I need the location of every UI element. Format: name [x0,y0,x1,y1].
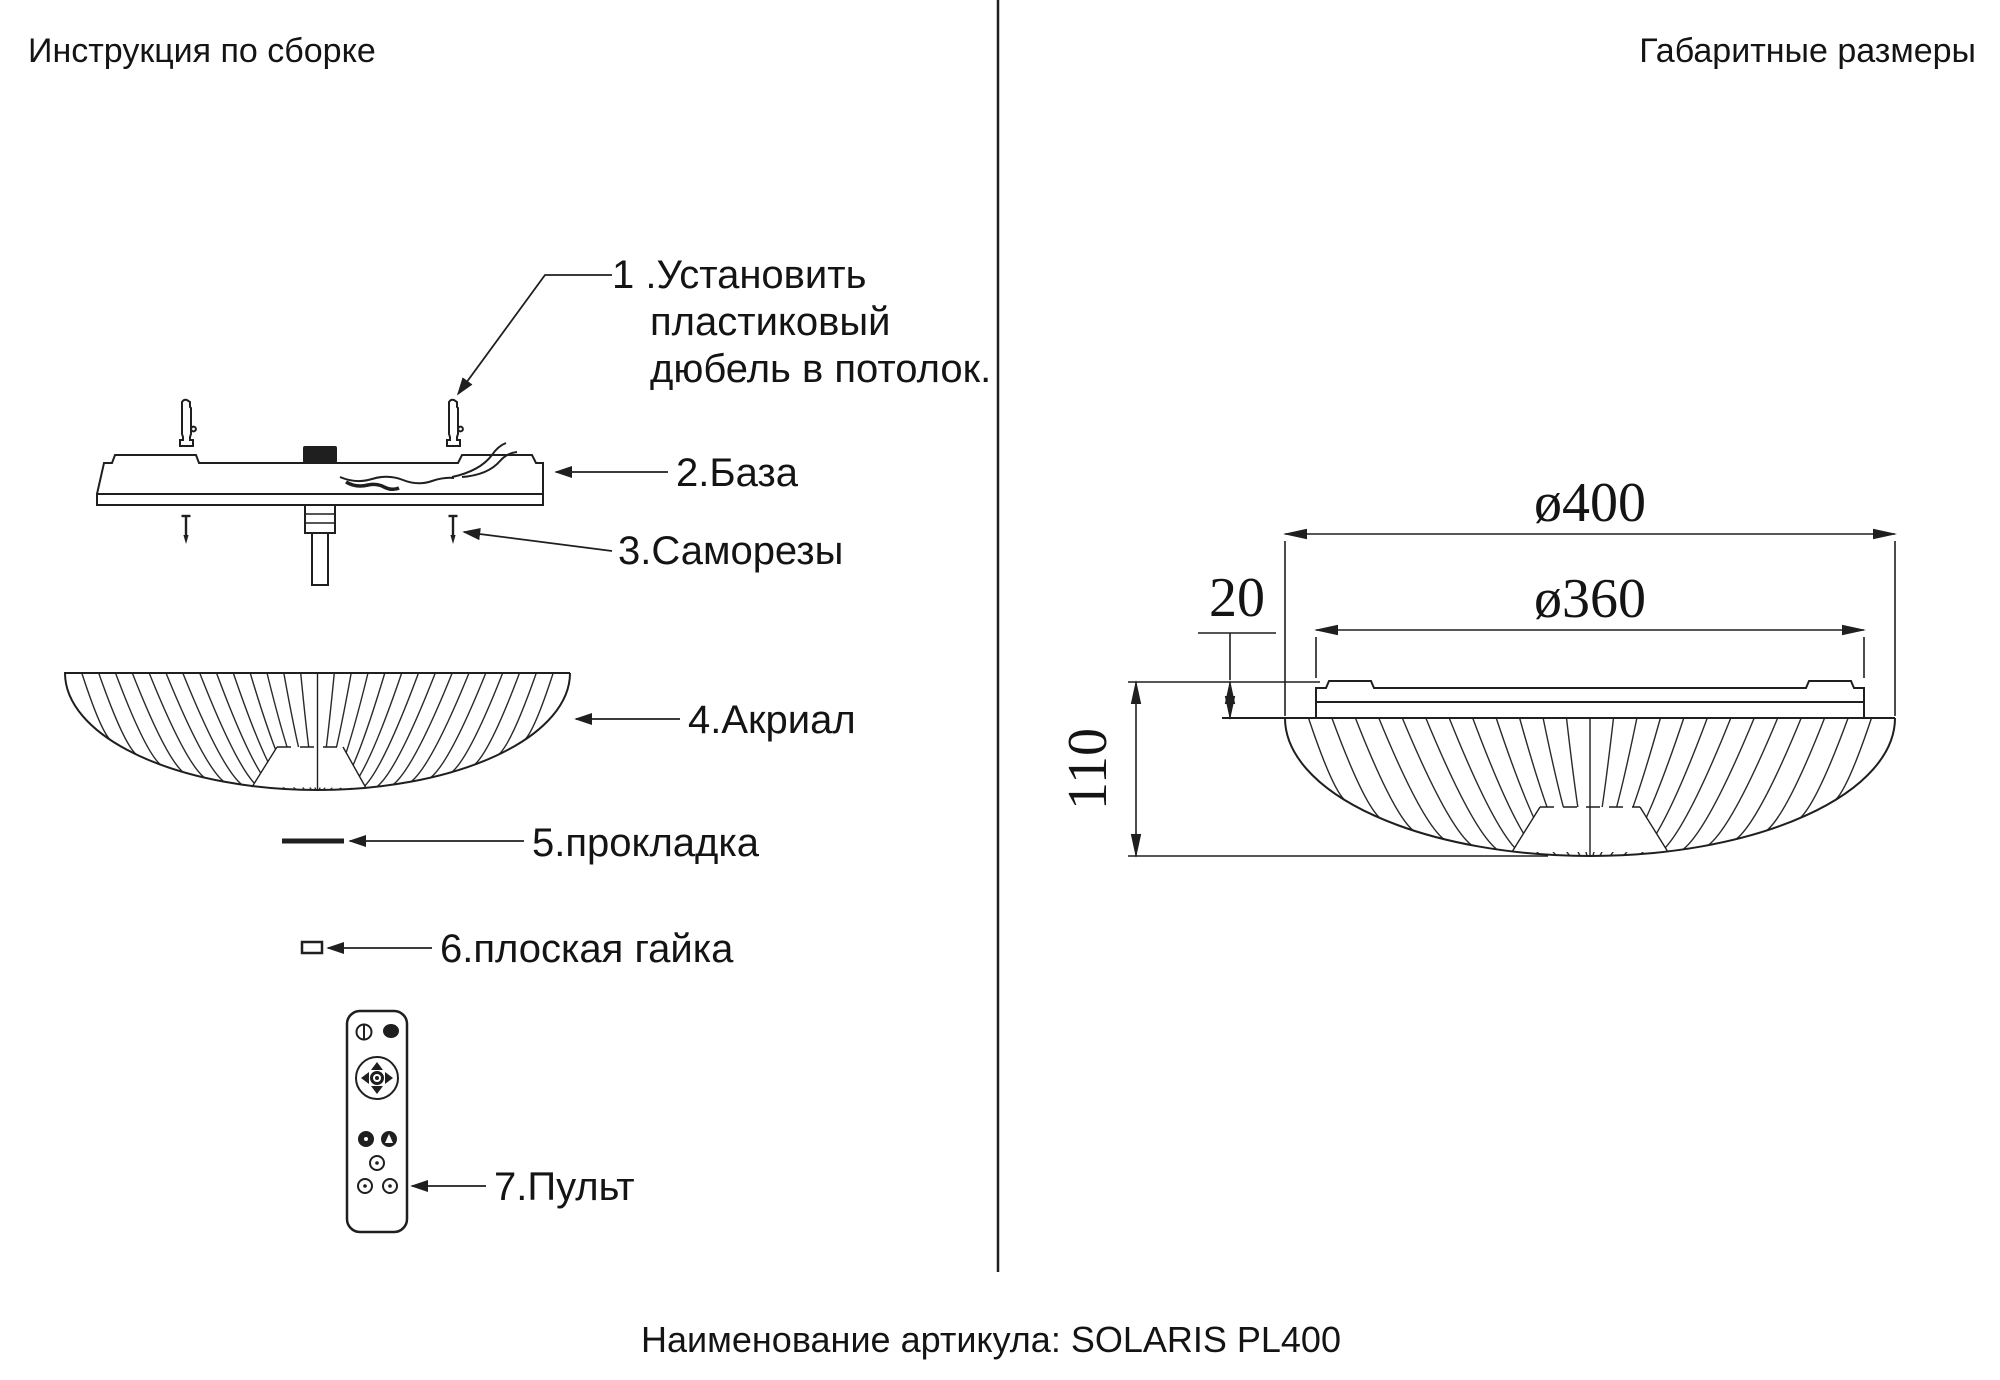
dim-inner-diameter: ø360 [1314,568,1866,678]
step6-label: 6.плоская гайка [440,927,734,971]
remote-scene-button-icon [369,1155,385,1171]
leader-step1 [456,274,612,396]
step2-label: 2.База [676,451,799,495]
assembly-diagram: 1 .Установить пластиковый дюбель в потол… [63,253,991,1234]
screw-right-icon [447,514,459,546]
acrylic-dome-drawing [63,672,571,792]
dim-total-height-value: 110 [1057,728,1119,810]
remote-scene-button-icon [382,1178,398,1194]
screw-left-icon [180,514,192,546]
dim-outer-diameter: ø400 [1283,472,1897,716]
dim-total-height: 110 [1057,680,1548,858]
remote-scene-button-icon [357,1178,373,1194]
left-panel-title: Инструкция по сборке [28,32,376,70]
step5-label: 5.прокладка [532,821,760,865]
remote-dpad-icon [355,1056,399,1100]
remote-night-icon [383,1024,399,1038]
step1-label-line2: пластиковый [650,300,890,344]
fixture-base-profile [1315,680,1865,718]
dim-base-height: 20 [1198,567,1276,720]
fixture-dome-profile [1222,717,1896,858]
step7-label: 7.Пульт [494,1165,635,1209]
remote-power-icon [355,1023,373,1041]
dim-outer-diameter-value: ø400 [1534,472,1646,534]
dim-base-height-value: 20 [1209,567,1265,629]
leader-step3 [462,527,613,552]
right-panel-title: Габаритные размеры [1639,32,1976,70]
remote-control-drawing [345,1009,409,1234]
plastic-dowel-right-icon [446,398,464,447]
plastic-dowel-left-icon [179,398,197,447]
dim-inner-diameter-value: ø360 [1534,568,1646,630]
article-name-caption: Наименование артикула: SOLARIS PL400 [641,1319,1341,1360]
step4-label: 4.Акриал [688,698,856,742]
step3-label: 3.Саморезы [618,529,843,573]
base-drawing [96,442,544,586]
flat-nut-drawing [300,940,324,955]
step1-label-line1: 1 .Установить [612,253,866,297]
dimension-drawing: ø400 ø360 20 110 [1057,472,1897,858]
step1-label-line3: дюбель в потолок. [650,347,991,391]
